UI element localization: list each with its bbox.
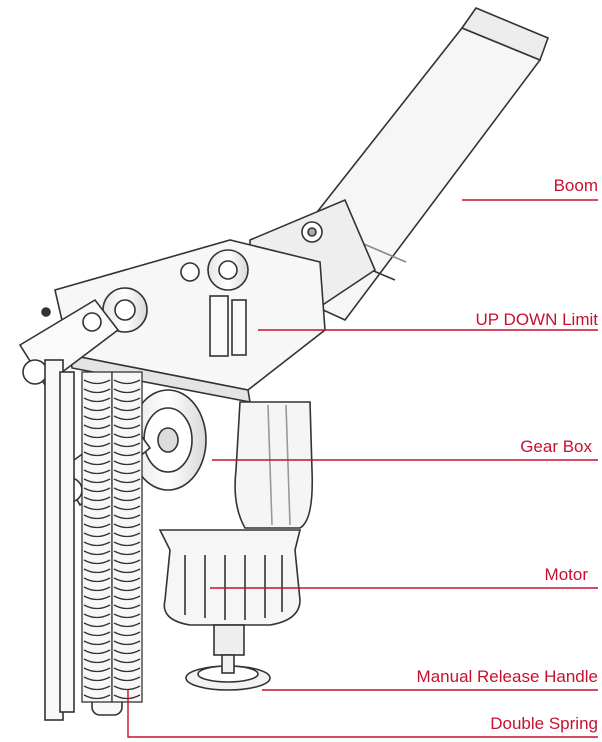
manual-release-handle bbox=[185, 654, 271, 691]
gear-box-label: Gear Box bbox=[520, 437, 592, 456]
manual-release-handle-label: Manual Release Handle bbox=[416, 667, 598, 686]
double-spring-label: Double Spring bbox=[490, 714, 598, 733]
double-spring-leader-line bbox=[127, 690, 598, 738]
motor-label: Motor bbox=[544, 565, 588, 584]
double-spring bbox=[81, 371, 143, 703]
frame-rails bbox=[44, 359, 123, 721]
motor bbox=[158, 529, 302, 656]
upper-housing bbox=[41, 239, 326, 404]
up-down-limit-label: UP DOWN Limit bbox=[475, 310, 598, 329]
boom-label: Boom bbox=[553, 176, 598, 195]
leader-lines bbox=[127, 199, 598, 738]
gear-box bbox=[129, 389, 314, 529]
